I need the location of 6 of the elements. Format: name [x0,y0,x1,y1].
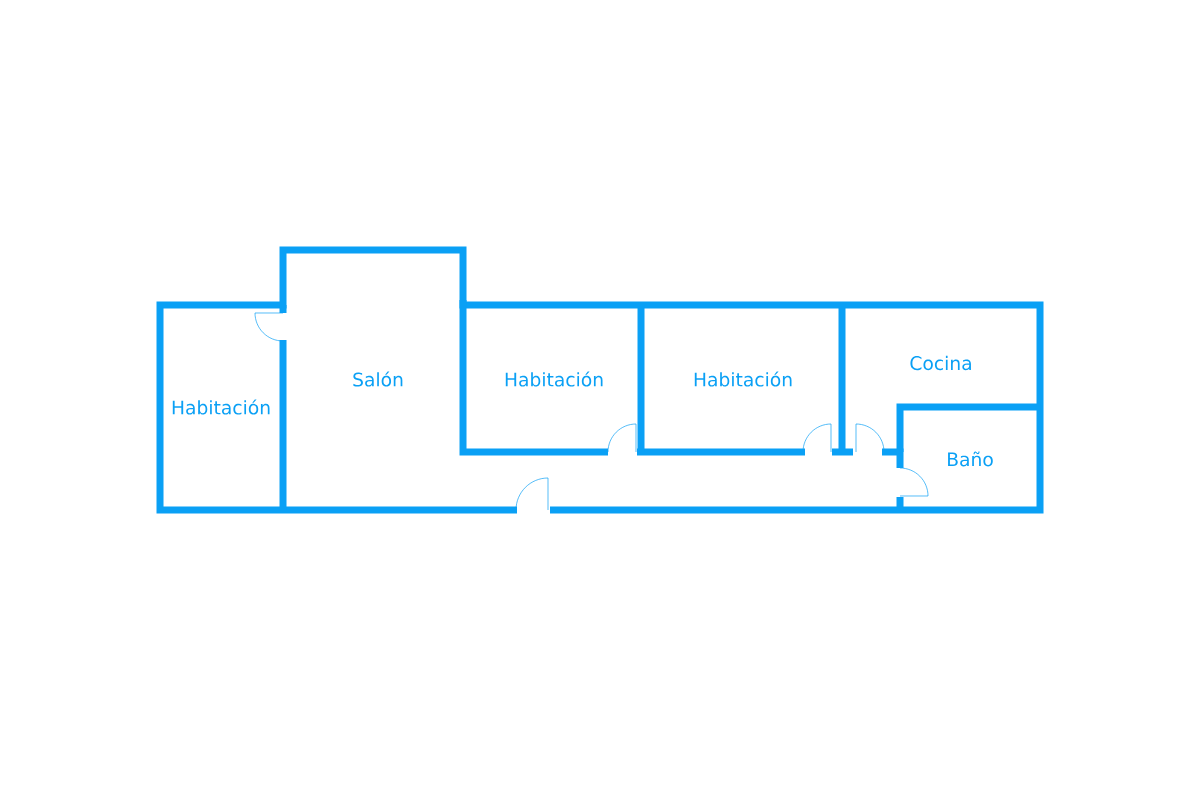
room-label: Cocina [910,355,971,371]
room-label: Habitación [694,371,792,387]
room-label: Baño [948,451,993,467]
room-label: Habitación [172,399,270,415]
room-label: Habitación [505,371,603,387]
room-label: Salón [353,371,403,387]
